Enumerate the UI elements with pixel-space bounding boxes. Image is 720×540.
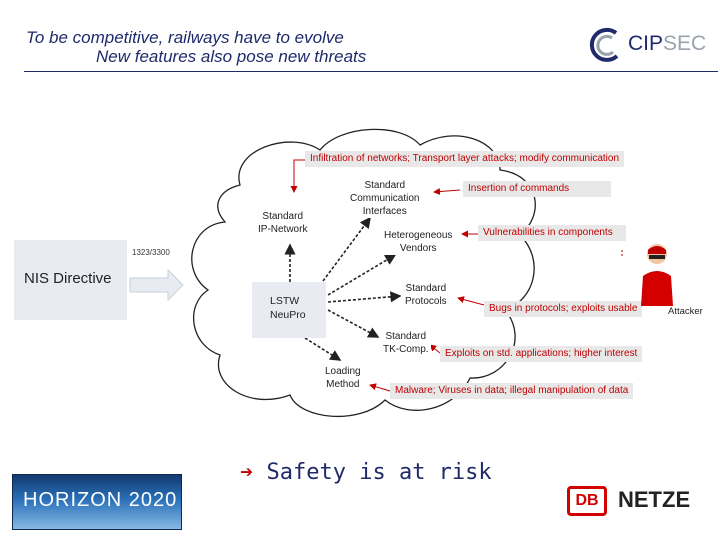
slide-title-line2: New features also pose new threats [96,47,367,66]
safety-text: Safety is at risk [266,460,492,485]
nis-directive-box: NIS Directive [14,240,127,320]
threat-vulnerabilities: Vulnerabilities in components [478,225,626,241]
nis-number: 1323/3300 [132,248,170,257]
safety-warning: ➔ Safety is at risk [240,460,492,485]
nis-arrow [129,268,184,302]
nis-directive-label: NIS Directive [24,270,112,287]
threat-malware: Malware; Viruses in data; illegal manipu… [390,383,634,399]
cipsec-swirl-icon [589,27,619,62]
netze-wordmark: NETZE [618,487,691,512]
cipsec-wordmark: CIPSEC [628,32,707,55]
arrow-right-icon: ➔ [240,460,254,485]
threat-insertion-commands: Insertion of commands [463,181,611,197]
cipsec-logo: CIPSEC [586,25,706,65]
attacker-label: Attacker [668,306,703,317]
threat-infiltration: Infiltration of networks; Transport laye… [305,151,625,167]
threat-exploits-std-apps: Exploits on std. applications; higher in… [440,346,643,362]
attacker-icon [641,244,673,306]
neupro-label: NeuPro [270,309,306,321]
threat-bugs-protocols: Bugs in protocols; exploits usable [484,301,643,317]
lstw-neupro-box: LSTW NeuPro [252,282,326,338]
lstw-label: LSTW [270,295,300,307]
slide-title-line1: To be competitive, railways have to evol… [26,28,344,47]
db-logo: DB [567,486,607,516]
title-divider [24,71,718,72]
horizon-2020-logo: HORIZON 2020 [12,474,182,530]
